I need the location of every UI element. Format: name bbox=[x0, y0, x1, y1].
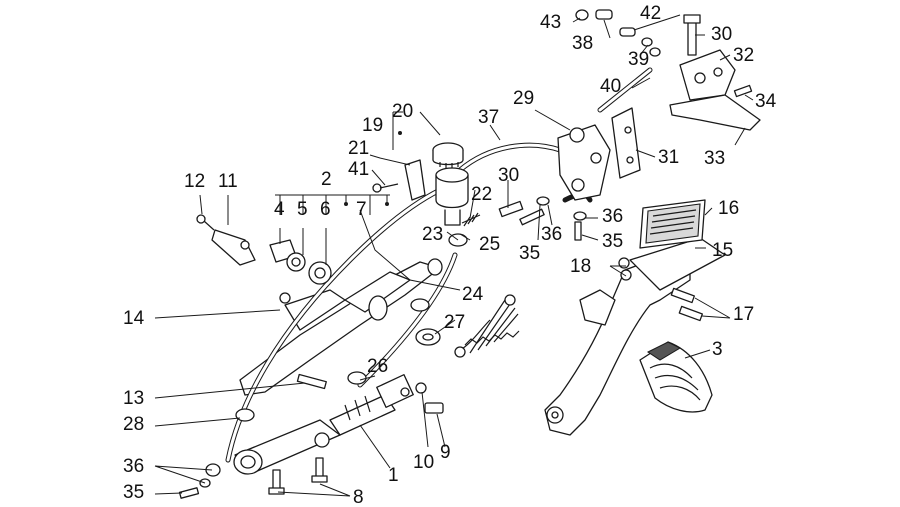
upper-valve-assembly bbox=[669, 14, 761, 131]
label-part-31: 31 bbox=[658, 147, 680, 168]
reservoir-bracket bbox=[372, 159, 481, 227]
valve-fittings bbox=[498, 196, 587, 241]
bolt-13 bbox=[296, 373, 327, 390]
label-part-17: 17 bbox=[733, 304, 755, 325]
bellows-boot bbox=[639, 341, 713, 413]
fluid-reservoir bbox=[432, 142, 469, 226]
label-part-40: 40 bbox=[600, 76, 622, 97]
piston-kit bbox=[269, 239, 332, 285]
label-part-32: 32 bbox=[733, 45, 755, 66]
banjo-bolt bbox=[415, 382, 444, 414]
label-part-43: 43 bbox=[540, 12, 562, 33]
label-part-35-right: 35 bbox=[602, 231, 624, 252]
label-part-11: 11 bbox=[218, 171, 238, 192]
label-part-2: 2 bbox=[321, 169, 332, 190]
label-part-35-middle: 35 bbox=[519, 243, 541, 264]
label-part-38: 38 bbox=[572, 33, 594, 54]
label-part-22: 22 bbox=[471, 184, 493, 205]
label-part-25: 25 bbox=[479, 234, 501, 255]
master-cylinder bbox=[233, 374, 414, 475]
label-part-9: 9 bbox=[440, 442, 451, 463]
pedal-rubber-pad bbox=[639, 199, 706, 249]
label-part-8: 8 bbox=[353, 487, 364, 507]
mount-bolts bbox=[268, 457, 328, 495]
label-part-36-right: 36 bbox=[602, 206, 624, 227]
label-part-24: 24 bbox=[462, 284, 484, 305]
label-part-30-top: 30 bbox=[711, 24, 733, 45]
pressure-valve bbox=[557, 107, 641, 201]
label-part-1: 1 bbox=[388, 465, 399, 486]
label-part-14: 14 bbox=[123, 308, 145, 329]
label-part-19: 19 bbox=[362, 115, 384, 136]
label-part-23: 23 bbox=[422, 224, 444, 245]
pedal-lever bbox=[544, 237, 726, 436]
label-part-35-lower: 35 bbox=[123, 482, 145, 503]
label-part-18: 18 bbox=[570, 256, 592, 277]
label-part-28: 28 bbox=[123, 414, 145, 435]
label-part-6: 6 bbox=[320, 199, 331, 220]
label-part-36-middle: 36 bbox=[541, 224, 563, 245]
brake-switch bbox=[196, 214, 256, 266]
label-part-36-lower: 36 bbox=[123, 456, 145, 477]
label-part-20: 20 bbox=[392, 101, 414, 122]
label-part-15: 15 bbox=[712, 240, 734, 261]
label-part-29: 29 bbox=[513, 88, 535, 109]
label-part-41: 41 bbox=[348, 159, 370, 180]
label-part-37: 37 bbox=[478, 107, 500, 128]
label-part-16: 16 bbox=[718, 198, 740, 219]
label-part-12: 12 bbox=[184, 171, 206, 192]
washer-27 bbox=[415, 328, 441, 346]
label-part-33: 33 bbox=[704, 148, 726, 169]
label-part-10: 10 bbox=[413, 452, 435, 473]
label-part-21: 21 bbox=[348, 138, 370, 159]
label-part-39: 39 bbox=[628, 49, 650, 70]
label-part-7: 7 bbox=[356, 199, 367, 220]
label-part-30-middle: 30 bbox=[498, 165, 520, 186]
leader-lines bbox=[154, 14, 754, 497]
lower-union bbox=[178, 463, 221, 499]
label-part-26: 26 bbox=[367, 356, 389, 377]
frame-bracket bbox=[239, 258, 443, 396]
label-part-13: 13 bbox=[123, 388, 145, 409]
label-part-4: 4 bbox=[274, 199, 285, 220]
label-part-5: 5 bbox=[297, 199, 308, 220]
label-part-27: 27 bbox=[444, 312, 466, 333]
label-part-42: 42 bbox=[640, 3, 662, 24]
label-part-3: 3 bbox=[712, 339, 723, 360]
return-spring bbox=[454, 294, 520, 358]
label-part-34: 34 bbox=[755, 91, 777, 112]
